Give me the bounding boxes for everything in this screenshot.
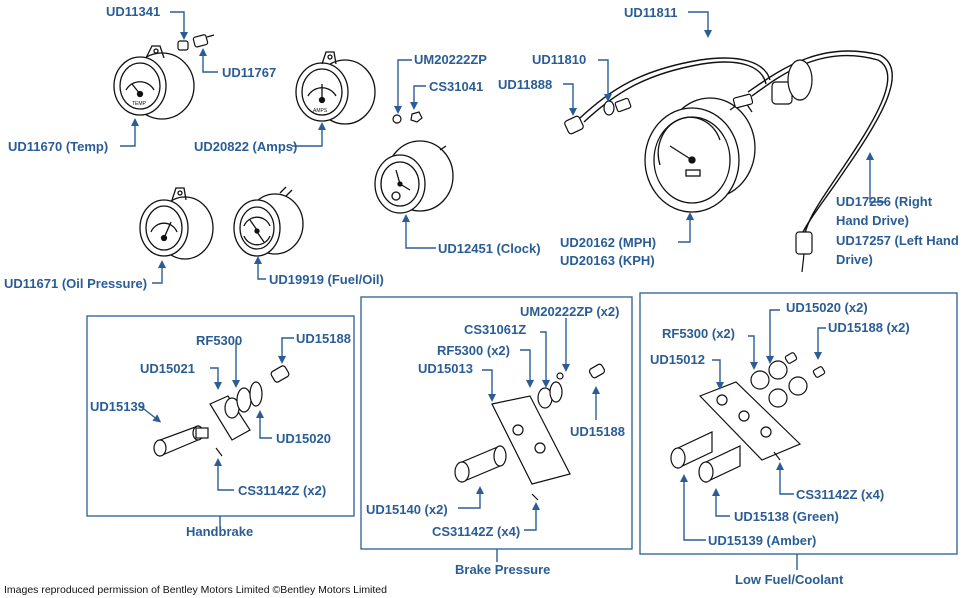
image-credit: Images reproduced permission of Bentley … [4, 584, 387, 596]
label-bp-rf5300: RF5300 (x2) [437, 343, 510, 358]
label-lf-ud15012: UD15012 [650, 352, 705, 367]
label-ud12451: UD12451 (Clock) [438, 241, 541, 256]
label-ud20162: UD20162 (MPH) [560, 235, 657, 250]
group-title-low-fuel: Low Fuel/Coolant [735, 572, 844, 587]
amps-face-text: AMPS [313, 108, 328, 114]
temp-face-text: TEMP [132, 101, 147, 107]
label-lf-rf5300: RF5300 (x2) [662, 326, 735, 341]
brake-pressure-parts [454, 363, 606, 501]
nut-washer-parts [392, 111, 423, 124]
label-ud11767: UD11767 [222, 65, 277, 80]
group-title-brake-pressure: Brake Pressure [455, 562, 551, 577]
oil-pressure-gauge [139, 187, 214, 260]
group-title-handbrake: Handbrake [186, 524, 254, 539]
label-lf-cs31142z: CS31142Z (x4) [796, 487, 885, 502]
label-bp-cs31142z: CS31142Z (x4) [432, 524, 521, 539]
label-cs31041: CS31041 [429, 79, 484, 94]
amps-gauge: AMPS [295, 51, 376, 125]
label-ud17257: UD17257 (Left Hand Drive) [836, 233, 959, 267]
handbrake-parts [153, 365, 290, 457]
label-ud11670: UD11670 (Temp) [8, 139, 109, 154]
label-ud19919: UD19919 (Fuel/Oil) [269, 272, 384, 287]
label-bp-ud15188: UD15188 [570, 424, 625, 439]
clock-gauge [374, 140, 454, 214]
bulb-holder-ud11341 [177, 34, 215, 51]
cable-fittings [564, 59, 813, 273]
label-hb-rf5300: RF5300 [196, 333, 243, 348]
label-bp-ud15140: UD15140 (x2) [366, 502, 448, 517]
low-fuel-box [639, 292, 958, 555]
leader-lines [120, 11, 886, 570]
label-ud11671: UD11671 (Oil Pressure) [4, 276, 148, 291]
label-ud11341: UD11341 [106, 4, 161, 19]
label-ud20163: UD20163 (KPH) [560, 253, 655, 268]
label-hb-ud15020: UD15020 [276, 431, 331, 446]
label-bp-um20222zp: UM20222ZP (x2) [520, 304, 620, 319]
label-bp-cs31061z: CS31061Z [464, 322, 527, 337]
label-hb-ud15188: UD15188 [296, 331, 351, 346]
label-lf-ud15020: UD15020 (x2) [786, 300, 868, 315]
label-ud11810: UD11810 [532, 52, 587, 67]
label-hb-cs31142z: CS31142Z (x2) [238, 483, 327, 498]
label-um20222zp: UM20222ZP [414, 52, 487, 67]
label-lf-ud15139: UD15139 (Amber) [708, 533, 817, 548]
label-ud17256: UD17256 (Right Hand Drive) [836, 194, 933, 228]
label-hb-ud15139: UD15139 [90, 399, 145, 414]
label-lf-ud15138: UD15138 (Green) [734, 509, 839, 524]
fuel-oil-gauge [233, 186, 304, 257]
label-bp-ud15013: UD15013 [418, 361, 473, 376]
low-fuel-parts [670, 352, 826, 483]
temp-gauge: TEMP [113, 45, 195, 120]
label-ud20822: UD20822 (Amps) [194, 139, 298, 154]
label-ud11811: UD11811 [624, 5, 678, 20]
label-hb-ud15021: UD15021 [140, 361, 195, 376]
label-ud11888: UD11888 [498, 77, 553, 92]
speedometer [644, 97, 756, 213]
label-lf-ud15188: UD15188 (x2) [828, 320, 910, 335]
